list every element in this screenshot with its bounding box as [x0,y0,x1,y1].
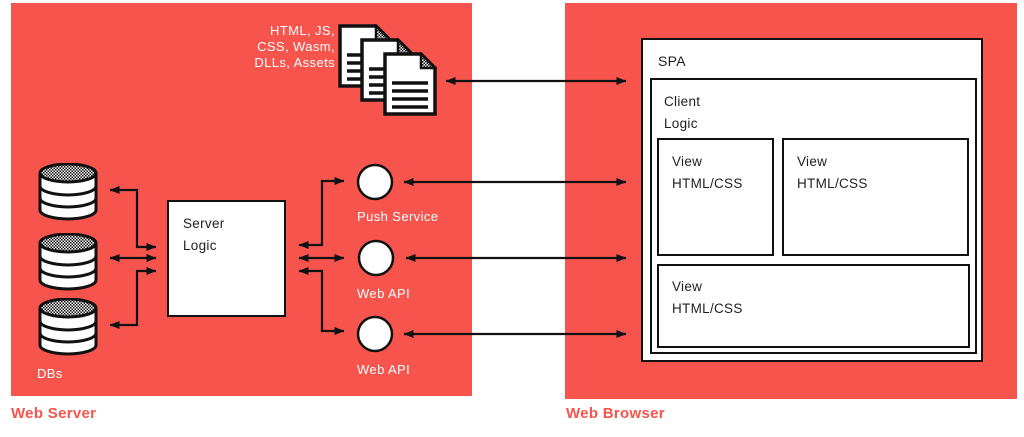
web-api-bottom-label: Web API [357,362,411,377]
view-left-label: View HTML/CSS [672,154,743,191]
view-box-bottom: View HTML/CSS [657,264,970,348]
dbs-label: DBs [37,366,63,381]
client-logic-label: Client Logic [664,94,701,131]
server-logic-box: Server Logic [167,200,286,317]
web-browser-caption: Web Browser [566,405,665,422]
view-bottom-label: View HTML/CSS [672,279,743,316]
web-server-caption: Web Server [11,405,97,422]
view-right-label: View HTML/CSS [797,154,868,191]
push-service-label: Push Service [357,209,439,224]
web-api-top-label: Web API [357,286,411,301]
documents-label: HTML, JS, CSS, Wasm, DLLs, Assets [254,23,335,70]
spa-label: SPA [658,53,686,69]
view-box-right: View HTML/CSS [782,138,969,256]
view-box-left: View HTML/CSS [657,138,774,256]
server-logic-label: Server Logic [183,216,225,253]
